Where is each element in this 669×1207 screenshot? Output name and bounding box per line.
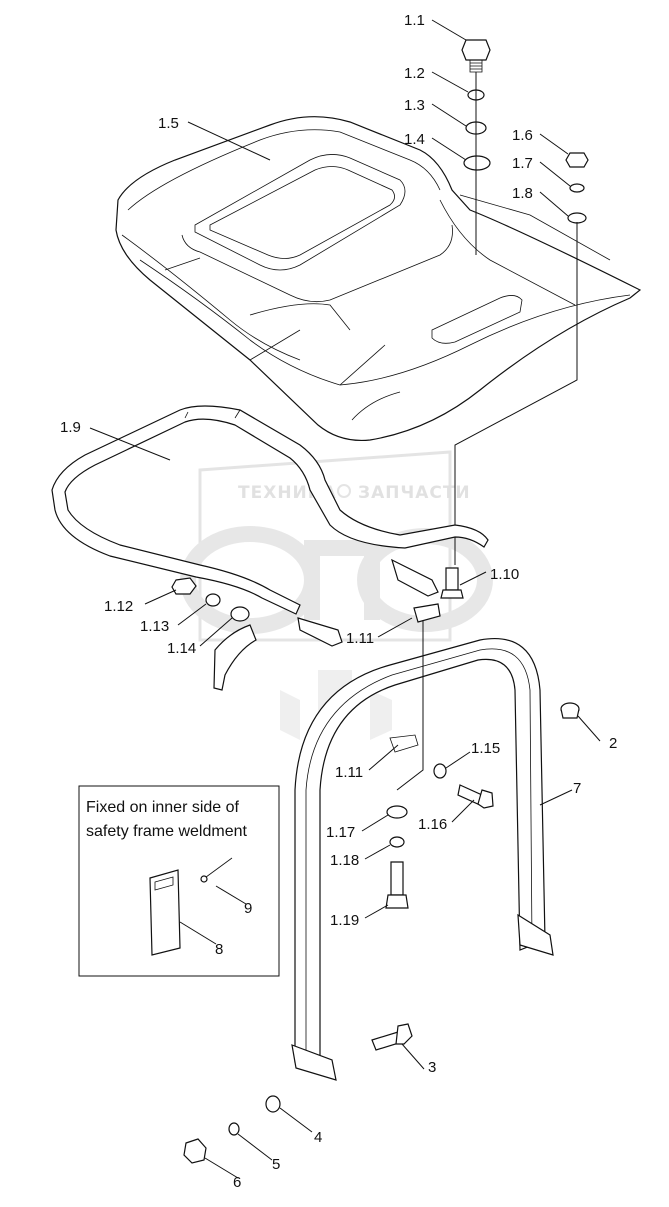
label-1-17: 1.17 <box>326 824 355 841</box>
washer-1-8 <box>567 212 587 224</box>
label-8: 8 <box>215 941 223 958</box>
decal-8 <box>149 869 181 956</box>
plug-2 <box>560 702 580 719</box>
lock-washer-1-7 <box>569 183 585 193</box>
assembly-line-3 <box>396 620 424 791</box>
gear-icon <box>337 484 351 498</box>
upper-frame <box>51 405 489 615</box>
label-1-5: 1.5 <box>158 115 179 132</box>
bolt-1-1 <box>461 39 491 73</box>
bolt-1-19 <box>385 861 409 909</box>
label-2: 2 <box>609 735 617 752</box>
label-1-3: 1.3 <box>404 97 425 114</box>
safety-frame <box>291 638 554 1081</box>
label-1-10: 1.10 <box>490 566 519 583</box>
bolt-1-16 <box>457 784 494 809</box>
label-1-4: 1.4 <box>404 131 425 148</box>
lock-washer-1-18 <box>389 836 405 848</box>
lock-washer-1-13 <box>205 593 221 607</box>
label-1-12: 1.12 <box>104 598 133 615</box>
label-1-13: 1.13 <box>140 618 169 635</box>
label-9: 9 <box>244 900 252 917</box>
label-1-2: 1.2 <box>404 65 425 82</box>
label-1-11-lower: 1.11 <box>335 764 363 781</box>
label-1-9: 1.9 <box>60 419 81 436</box>
note-line-1: Fixed on inner side of <box>86 799 240 816</box>
label-4: 4 <box>314 1129 322 1146</box>
washer-1-15 <box>433 763 447 779</box>
label-1-8: 1.8 <box>512 185 533 202</box>
label-1-15: 1.15 <box>471 740 500 757</box>
washer-1-14 <box>230 606 250 622</box>
bolt-3 <box>371 1023 413 1051</box>
label-7: 7 <box>573 780 581 797</box>
label-6: 6 <box>233 1174 241 1191</box>
label-3: 3 <box>428 1059 436 1076</box>
rivet-9 <box>201 857 233 881</box>
nut-6 <box>183 1138 207 1164</box>
assembly-line-2 <box>454 222 578 565</box>
nut-1-12 <box>171 577 197 595</box>
lock-washer-5 <box>228 1122 240 1136</box>
leader-lines <box>89 19 601 1179</box>
note-line-2: safety frame weldment <box>86 823 248 840</box>
canopy-roof <box>115 116 642 442</box>
label-1-11-upper: 1.11 <box>346 630 374 647</box>
bolt-1-10 <box>440 567 464 599</box>
label-1-1: 1.1 <box>404 12 425 29</box>
mounting-brackets <box>213 558 441 691</box>
note-box: Fixed on inner side of safety frame weld… <box>78 785 280 977</box>
label-1-18: 1.18 <box>330 852 359 869</box>
label-1-7: 1.7 <box>512 155 533 172</box>
label-1-16: 1.16 <box>418 816 447 833</box>
washer-4 <box>265 1095 281 1113</box>
watermark-right-text: ЗАПЧАСТИ <box>358 483 471 503</box>
washer-1-4 <box>463 155 491 171</box>
label-5: 5 <box>272 1156 280 1173</box>
label-1-6: 1.6 <box>512 127 533 144</box>
part-labels: 1.1 1.2 1.3 1.4 1.5 1.6 1.7 1.8 1.9 1.10… <box>60 12 617 1191</box>
washer-1-17 <box>386 805 408 819</box>
label-1-14: 1.14 <box>167 640 196 657</box>
label-1-19: 1.19 <box>330 912 359 929</box>
nut-1-6 <box>565 152 589 168</box>
